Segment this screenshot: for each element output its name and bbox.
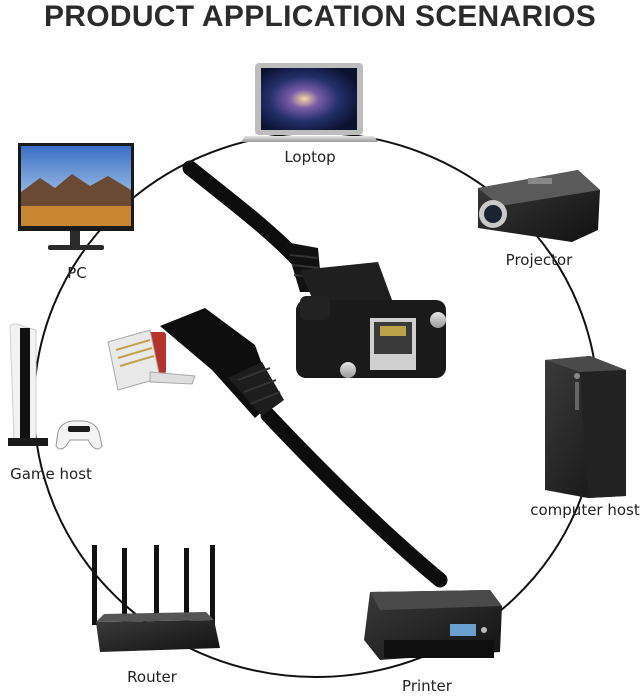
device-label-computer-host: computer host xyxy=(530,501,640,519)
device-label-projector: Projector xyxy=(505,251,573,269)
printer-icon xyxy=(364,590,502,660)
game-console-icon xyxy=(8,323,103,450)
computer-tower-icon xyxy=(545,356,626,498)
router-icon xyxy=(92,545,220,652)
cable-lower xyxy=(260,407,448,588)
male-rj45-plug xyxy=(107,308,284,418)
device-label-printer: Printer xyxy=(402,677,452,695)
pc-monitor-icon xyxy=(18,143,134,250)
device-label-pc: PC xyxy=(67,264,87,282)
projector-icon xyxy=(478,170,600,242)
device-label-router: Router xyxy=(127,668,177,686)
screw-icon xyxy=(340,362,356,378)
cable-upper xyxy=(182,160,308,270)
page-title: PRODUCT APPLICATION SCENARIOS xyxy=(43,0,597,33)
screw-icon xyxy=(430,312,446,328)
device-label-laptop: Loptop xyxy=(284,148,336,166)
female-rj45-connector xyxy=(296,262,446,378)
device-label-game-host: Game host xyxy=(10,465,92,483)
game-controller-icon xyxy=(55,420,103,450)
laptop-icon xyxy=(241,63,378,142)
